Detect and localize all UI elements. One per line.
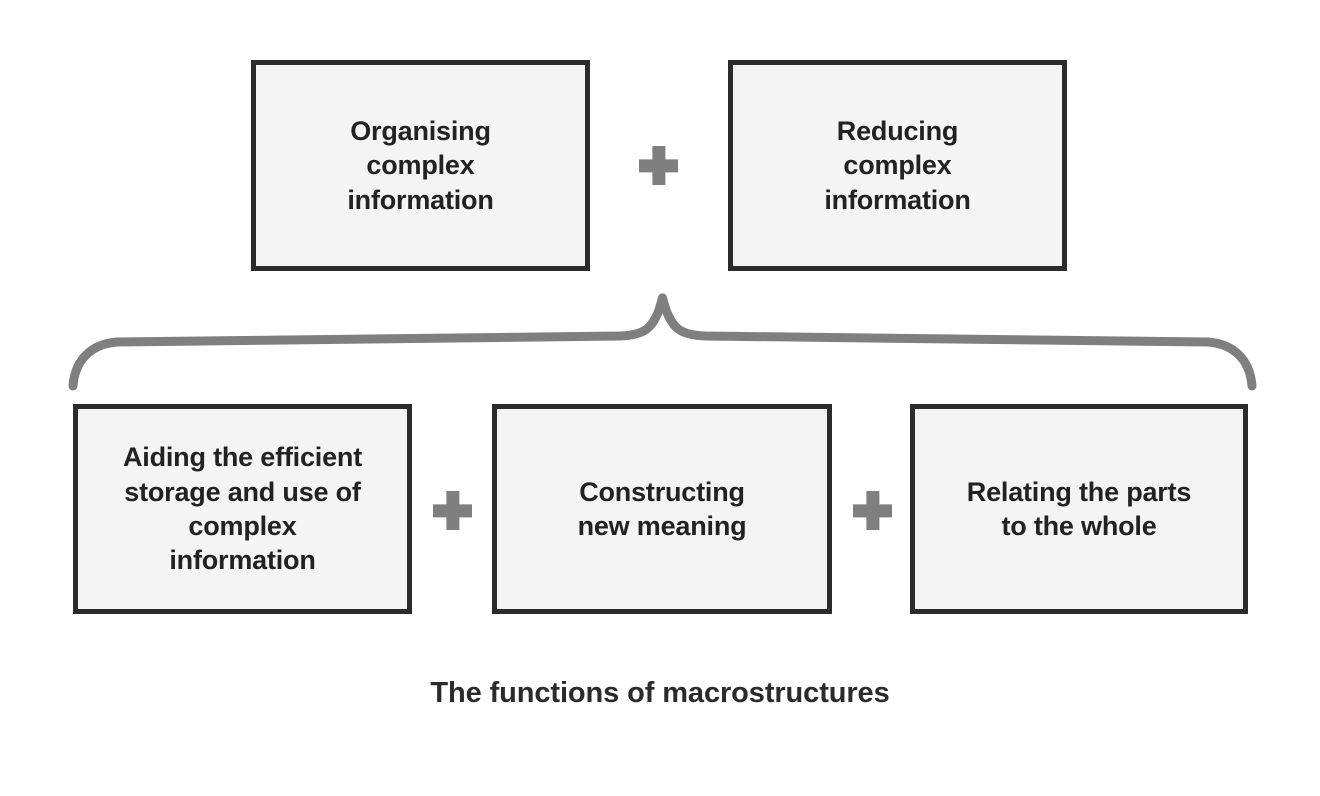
plus-icon-vertical-bar	[651, 146, 666, 185]
diagram-caption: The functions of macrostructures	[430, 677, 890, 709]
box-aiding-efficient-storage: Aiding the efficient storage and use of …	[73, 404, 412, 614]
box-relating-parts-to-whole: Relating the parts to the whole	[910, 404, 1248, 614]
plus-icon-vertical-bar	[865, 491, 880, 530]
curly-brace-icon	[68, 293, 1257, 391]
box-organising-complex-information: Organising complex information	[251, 60, 590, 271]
plus-icon	[853, 491, 892, 530]
box-reducing-complex-information: Reducing complex information	[728, 60, 1067, 271]
box-constructing-new-meaning: Constructing new meaning	[492, 404, 832, 614]
plus-icon	[639, 146, 678, 185]
plus-icon-vertical-bar	[445, 491, 460, 530]
plus-icon	[433, 491, 472, 530]
